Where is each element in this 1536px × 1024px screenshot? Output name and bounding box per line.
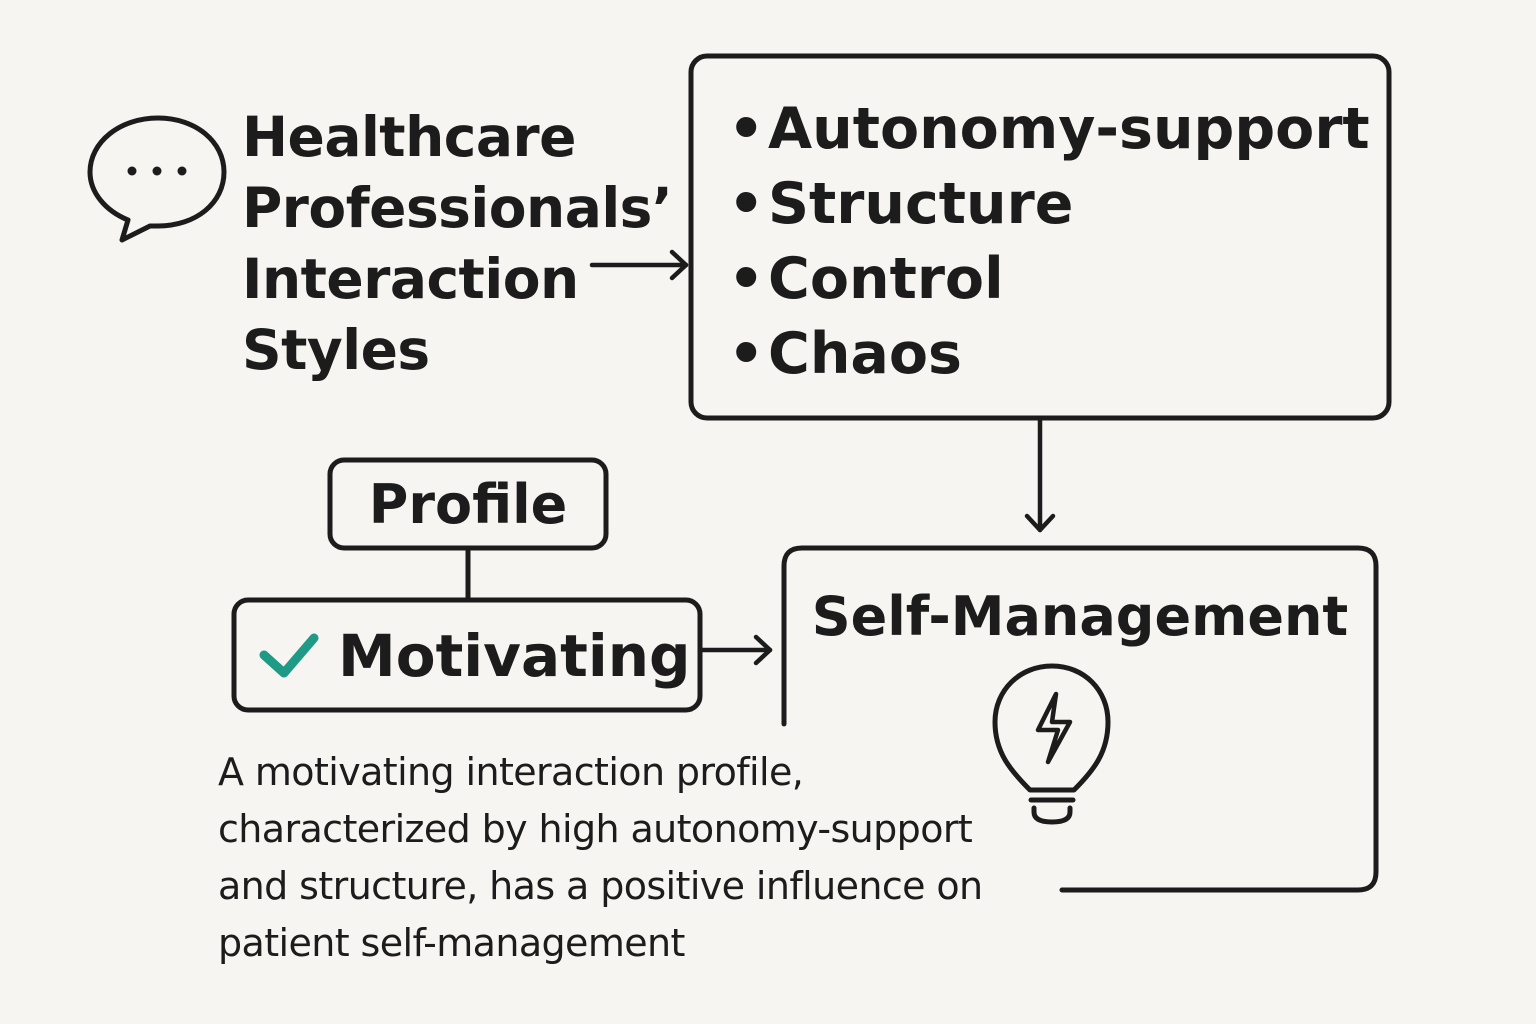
motivating-box [231,597,703,713]
style-structure: Structure [768,171,1074,237]
arrow-motivating-to-self-management [699,634,773,666]
list-item: •Structure [728,167,1370,242]
arrow-styles-to-self-management [1024,417,1056,533]
bullet: • [728,321,765,387]
style-autonomy-support: Autonomy-support [768,96,1370,162]
speech-bubble-icon [87,115,227,243]
bullet: • [728,246,765,312]
title-line: Healthcare [242,105,576,169]
list-item: •Chaos [728,317,1370,392]
caption-line: and structure, has a positive influence … [218,864,983,908]
bullet: • [728,171,765,237]
caption: A motivating interaction profile, charac… [218,744,983,972]
profile-label: Profile [368,472,568,536]
self-management-box [781,545,1379,893]
caption-line: A motivating interaction profile, [218,750,804,794]
list-item: •Autonomy-support [728,92,1370,167]
style-chaos: Chaos [768,321,962,387]
caption-line: characterized by high autonomy-support [218,807,973,851]
list-item: •Control [728,242,1370,317]
diagram-title: Healthcare Professionals’ Interaction St… [242,102,673,386]
arrow-title-to-styles [589,249,689,281]
motivating-label: Motivating [338,622,691,690]
interaction-styles-list: •Autonomy-support •Structure •Control •C… [728,92,1370,392]
title-line: Interaction [242,247,579,311]
title-line: Styles [242,318,430,382]
bullet: • [728,96,765,162]
title-line: Professionals’ [242,176,673,240]
style-control: Control [768,246,1004,312]
self-management-label: Self-Management [811,585,1349,648]
checkmark-icon [259,633,319,678]
caption-line: patient self-management [218,921,685,965]
lightbulb-bolt-icon [992,663,1111,825]
